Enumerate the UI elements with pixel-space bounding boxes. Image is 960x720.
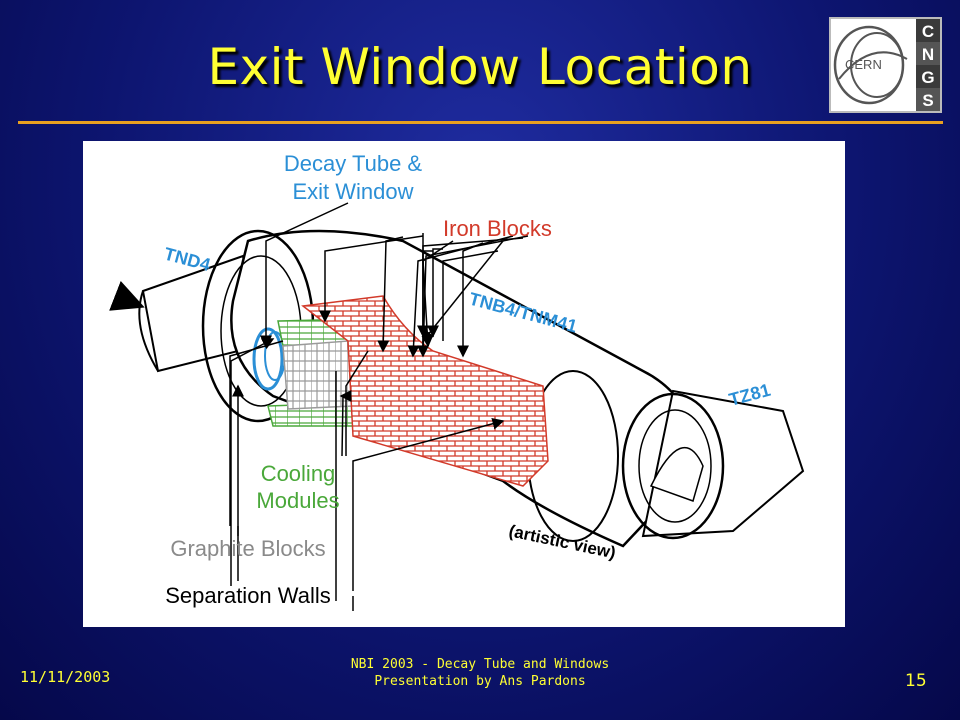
logo-letter-g: G bbox=[921, 68, 934, 87]
beam-arrow bbox=[123, 299, 141, 306]
footer-page-number: 15 bbox=[905, 671, 927, 691]
title-divider bbox=[18, 121, 943, 124]
label-iron-blocks: Iron Blocks bbox=[443, 216, 552, 241]
cngs-letters: C N G S bbox=[916, 19, 940, 111]
label-cooling-line1: Cooling bbox=[261, 461, 336, 486]
cern-logo-mark: CERN bbox=[835, 27, 907, 103]
label-cooling-line2: Modules bbox=[256, 488, 339, 513]
footer-title: NBI 2003 - Decay Tube and Windows Presen… bbox=[230, 656, 730, 690]
exit-window-diagram: Decay Tube & Exit Window Iron Blocks TND… bbox=[83, 141, 845, 627]
label-decay-tube-line2: Exit Window bbox=[292, 179, 413, 204]
footer-title-line1: NBI 2003 - Decay Tube and Windows bbox=[230, 656, 730, 673]
slide-title: Exit Window Location bbox=[0, 38, 960, 96]
logo-cern-text: CERN bbox=[845, 57, 882, 72]
label-tnd4: TND4 bbox=[162, 244, 213, 275]
cern-cngs-logo: CERN C N G S bbox=[829, 17, 942, 113]
label-separation-walls: Separation Walls bbox=[165, 583, 330, 608]
label-graphite-blocks: Graphite Blocks bbox=[170, 536, 325, 561]
footer-date: 11/11/2003 bbox=[20, 668, 110, 686]
label-decay-tube-line1: Decay Tube & bbox=[284, 151, 423, 176]
logo-letter-c: C bbox=[922, 22, 934, 41]
logo-letter-n: N bbox=[922, 45, 934, 64]
logo-letter-s: S bbox=[922, 91, 933, 110]
footer-title-line2: Presentation by Ans Pardons bbox=[230, 673, 730, 690]
